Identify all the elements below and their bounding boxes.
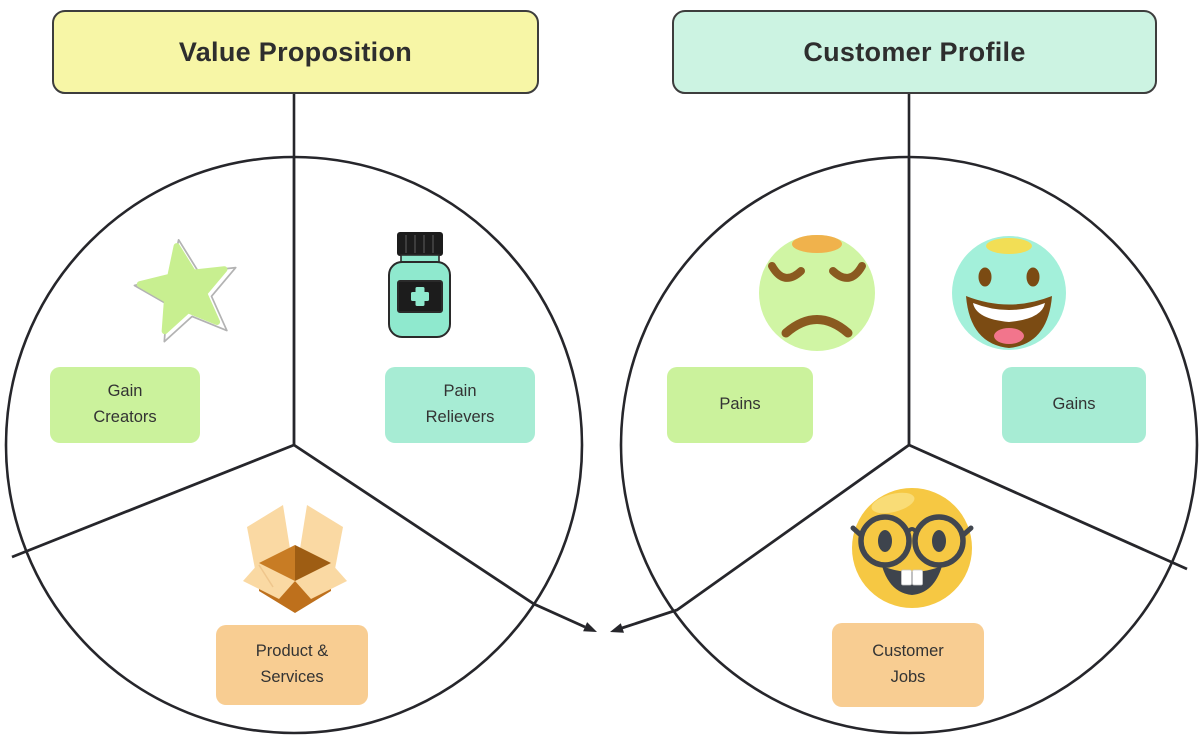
left-circle-arrow-line xyxy=(293,443,586,629)
star-icon xyxy=(133,238,237,343)
gain-creators-line2: Creators xyxy=(93,408,157,426)
pain-relievers-label: Pain Relievers xyxy=(385,367,535,443)
gains-line1: Gains xyxy=(1052,395,1096,414)
pains-label: Pains xyxy=(667,367,813,443)
pains-line1: Pains xyxy=(719,395,761,414)
sad-face-icon xyxy=(759,235,875,351)
right-arrowhead-icon xyxy=(610,623,624,633)
open-box-icon xyxy=(243,505,347,613)
right-circle-lower-right-divider xyxy=(908,443,1188,571)
customer-jobs-line2: Jobs xyxy=(890,668,926,686)
product-services-line1: Product & xyxy=(255,642,329,661)
nerd-face-icon xyxy=(850,488,974,608)
gain-creators-label: Gain Creators xyxy=(50,367,200,443)
value-proposition-title: Value Proposition xyxy=(52,10,539,94)
product-services-line2: Services xyxy=(260,668,324,686)
product-services-label: Product & Services xyxy=(216,625,368,705)
customer-profile-title: Customer Profile xyxy=(672,10,1157,94)
left-circle-lower-left-divider xyxy=(11,443,295,559)
gain-creators-line1: Gain xyxy=(107,382,143,401)
pain-relievers-line1: Pain xyxy=(443,382,477,401)
customer-jobs-label: Customer Jobs xyxy=(832,623,984,707)
value-proposition-title-text: Value Proposition xyxy=(178,36,413,67)
happy-face-icon xyxy=(952,236,1066,350)
left-arrowhead-icon xyxy=(583,622,597,632)
customer-profile-title-text: Customer Profile xyxy=(803,36,1026,67)
medicine-bottle-icon xyxy=(388,232,451,338)
pain-relievers-line2: Relievers xyxy=(425,408,495,426)
right-circle-arrow-line xyxy=(621,443,910,630)
customer-jobs-line1: Customer xyxy=(872,642,944,661)
gains-label: Gains xyxy=(1002,367,1146,443)
